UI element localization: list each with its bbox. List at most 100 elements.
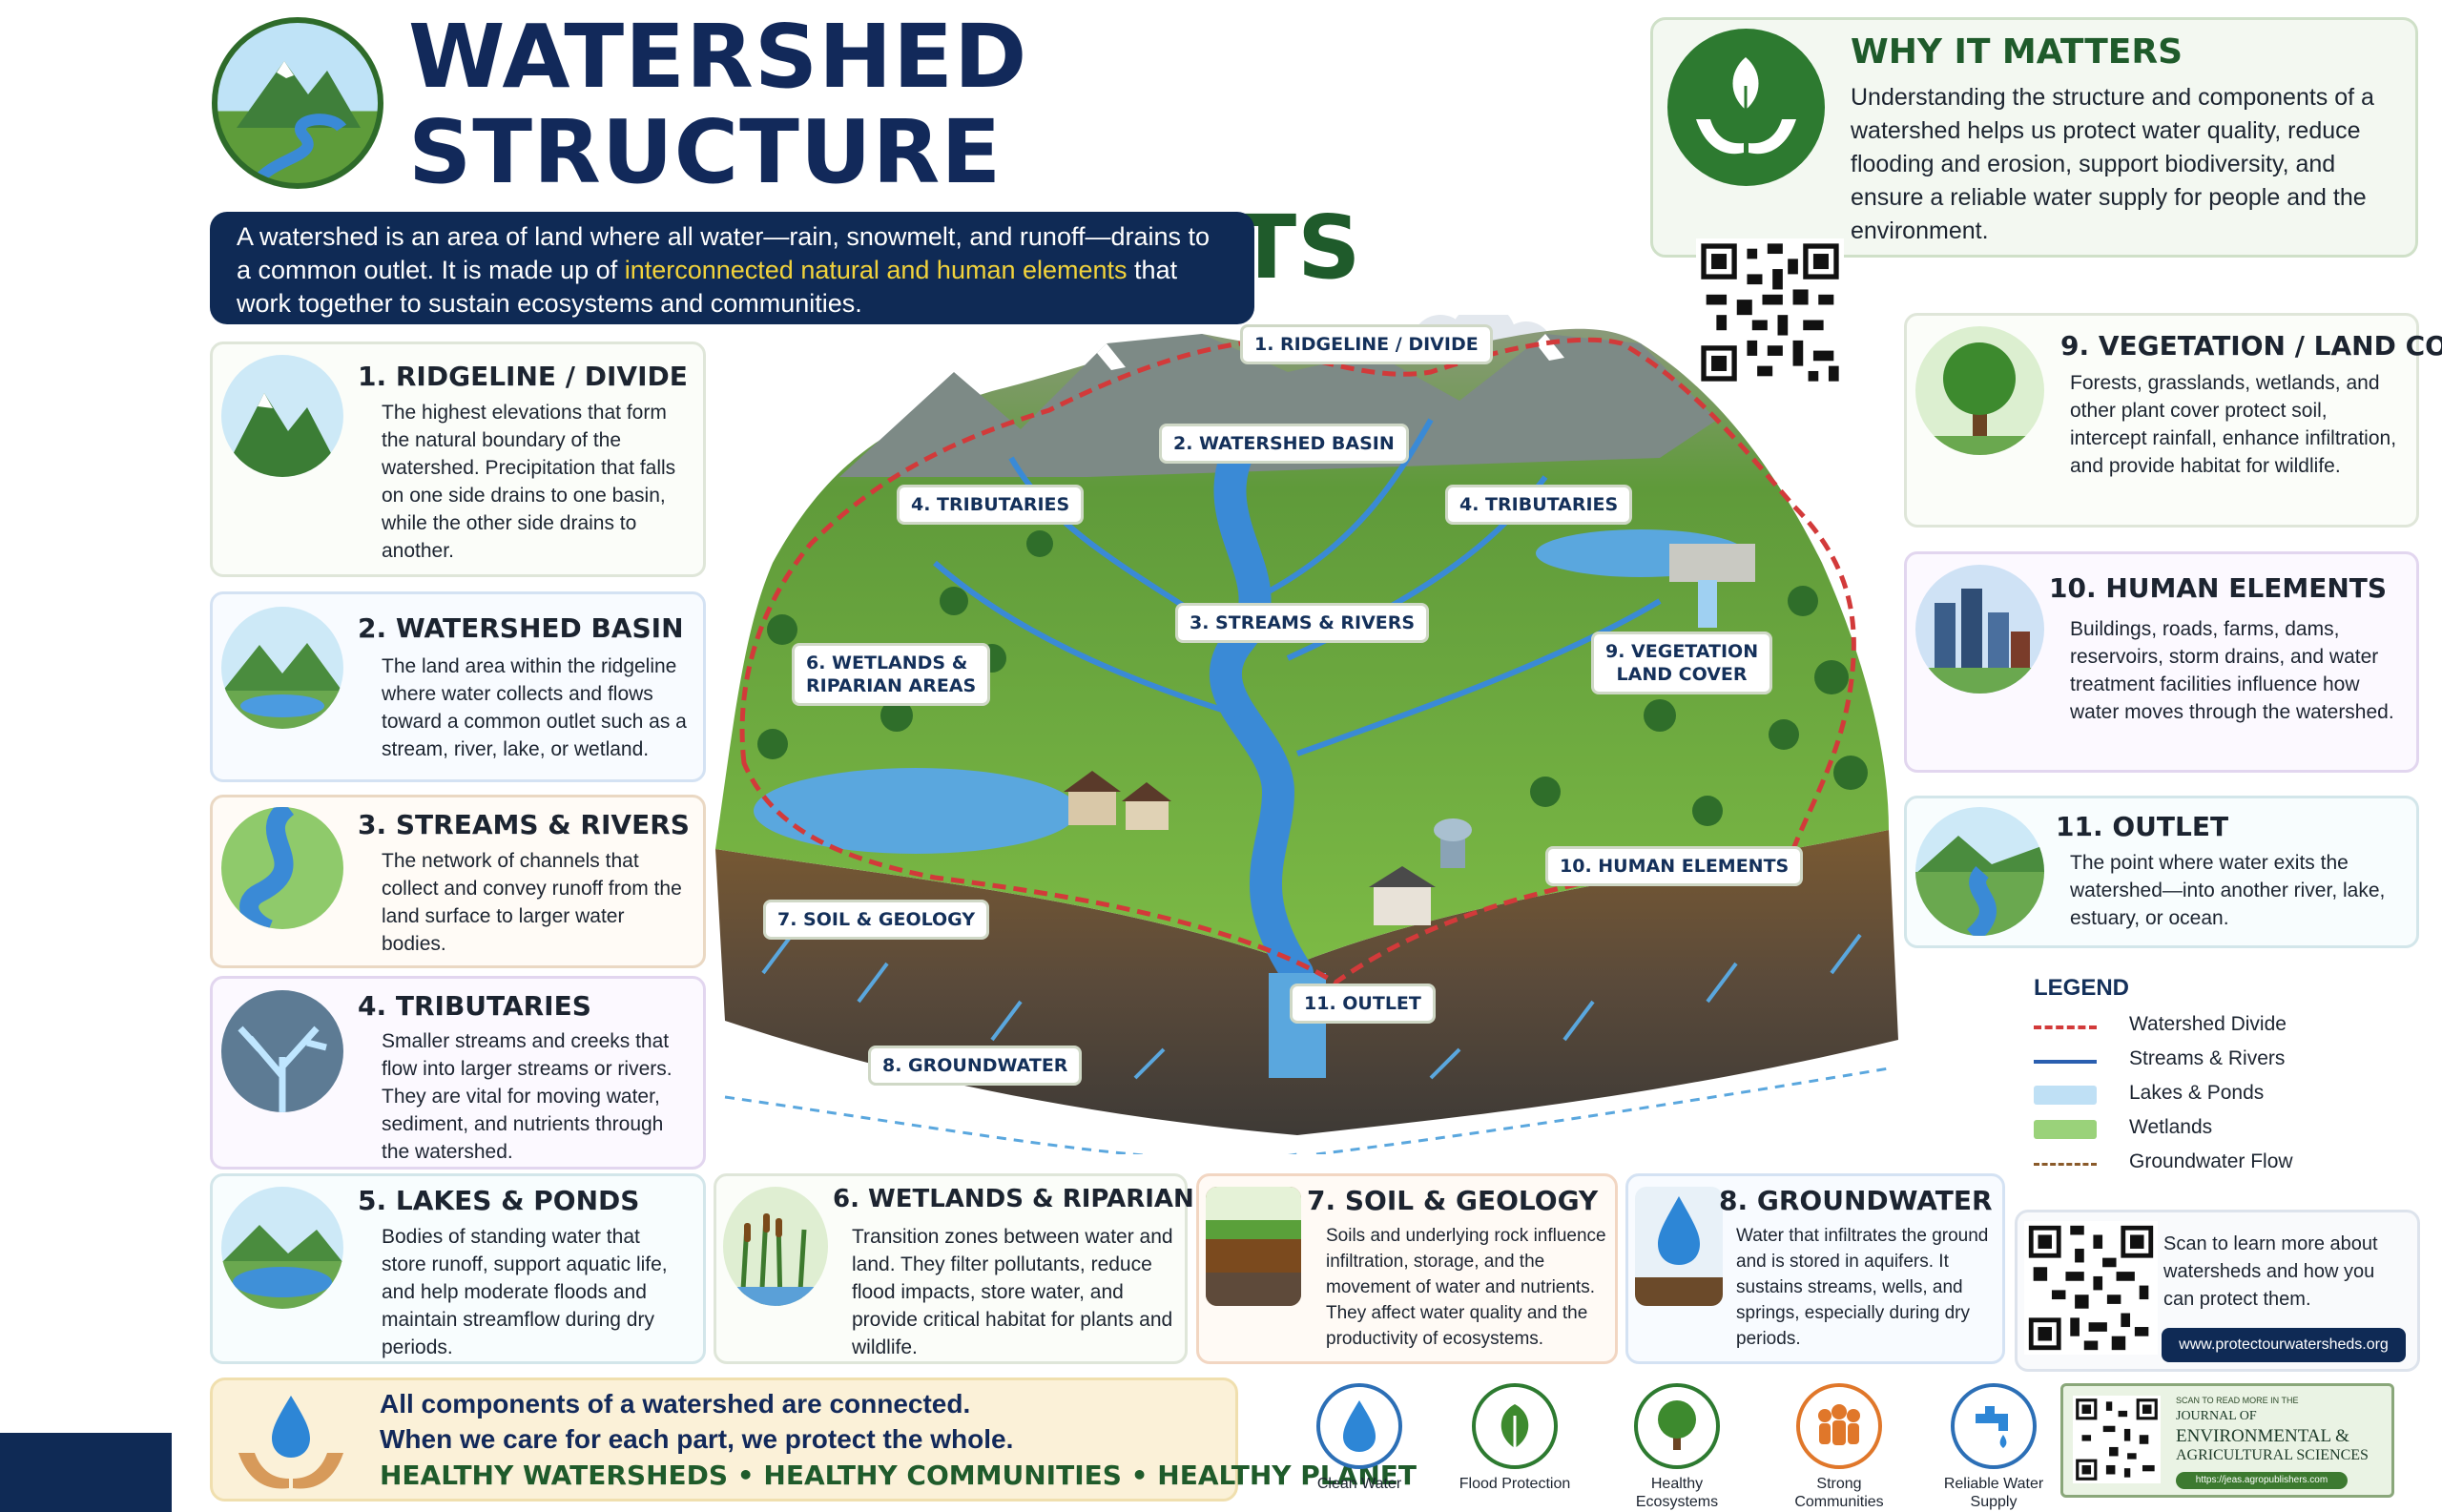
river-icon xyxy=(221,807,343,929)
intro-text-2: that work together to sustain ecosystems… xyxy=(237,256,1178,318)
intro-text-1: A watershed is an area of land where all… xyxy=(237,222,1211,284)
legend-swatch-groundwater xyxy=(2034,1163,2097,1166)
why-title: WHY IT MATTERS xyxy=(1851,32,2183,72)
legend-label: Watershed Divide xyxy=(2129,1013,2287,1035)
legend-swatch-divide xyxy=(2034,1025,2097,1029)
mountain-icon xyxy=(221,355,343,477)
qr-code-icon[interactable] xyxy=(2024,1221,2158,1355)
card-text: Water that infiltrates the ground and is… xyxy=(1736,1226,1989,1349)
callout-outlet: 11. OUTLET xyxy=(1290,984,1436,1024)
card-text: Transition zones between water and land.… xyxy=(852,1226,1173,1358)
card-title: 10. HUMAN ELEMENTS xyxy=(2049,572,2388,604)
callout-basin: 2. WATERSHED BASIN xyxy=(1159,424,1409,464)
bottom-banner xyxy=(210,1377,1238,1502)
journal-kicker: SCAN TO READ MORE IN THE xyxy=(2176,1396,2299,1405)
callout-soil: 7. SOIL & GEOLOGY xyxy=(763,900,990,940)
journal-badge[interactable]: SCAN TO READ MORE IN THE JOURNAL OF ENVI… xyxy=(2060,1383,2394,1498)
legend: LEGEND Watershed Divide Streams & Rivers… xyxy=(2015,963,2415,1183)
lake-icon xyxy=(221,1187,343,1309)
callout-vegetation-line2: LAND COVER xyxy=(1616,664,1748,685)
why-text: Understanding the structure and componen… xyxy=(1851,84,2374,244)
card-title: 2. WATERSHED BASIN xyxy=(358,612,684,644)
journal-line-1: JOURNAL OF xyxy=(2176,1409,2257,1423)
callout-wetlands-line1: 6. WETLANDS & xyxy=(806,652,968,673)
callout-human: 10. HUMAN ELEMENTS xyxy=(1545,846,1804,886)
tree-icon xyxy=(1915,326,2044,455)
website-link[interactable]: www.protectourwatersheds.org xyxy=(2162,1328,2406,1362)
card-title: 7. SOIL & GEOLOGY xyxy=(1307,1185,1599,1216)
banner-line-3: HEALTHY WATERSHEDS • HEALTHY COMMUNITIES… xyxy=(380,1460,1417,1491)
benefit-label: Healthy Ecosystems xyxy=(1635,1476,1719,1510)
people-icon xyxy=(1796,1383,1882,1469)
intro-highlight: interconnected natural and human element… xyxy=(624,256,1128,284)
wetlands-icon xyxy=(723,1187,828,1306)
leaf-shield-icon xyxy=(1472,1383,1558,1469)
banner-line-1: All components of a watershed are connec… xyxy=(380,1389,971,1419)
legend-label: Streams & Rivers xyxy=(2129,1047,2286,1069)
callout-tributaries-left: 4. TRIBUTARIES xyxy=(897,485,1085,525)
banner-line-2: When we care for each part, we protect t… xyxy=(380,1424,1014,1454)
basin-icon xyxy=(221,607,343,729)
card-text: Forests, grasslands, wetlands, and other… xyxy=(2070,372,2397,477)
callout-groundwater: 8. GROUNDWATER xyxy=(868,1046,1083,1086)
callout-vegetation-line1: 9. VEGETATION xyxy=(1605,641,1759,662)
callout-vegetation: 9. VEGETATION LAND COVER xyxy=(1591,632,1773,694)
legend-label: Wetlands xyxy=(2129,1116,2213,1138)
legend-label: Lakes & Ponds xyxy=(2129,1082,2265,1104)
intro-box: A watershed is an area of land where all… xyxy=(210,212,1254,324)
callout-wetlands: 6. WETLANDS & RIPARIAN AREAS xyxy=(792,643,991,706)
legend-title: LEGEND xyxy=(2034,975,2130,1001)
benefit-clean-water: Clean Water xyxy=(1297,1383,1421,1493)
callout-streams: 3. STREAMS & RIVERS xyxy=(1175,603,1430,643)
card-text: The network of channels that collect and… xyxy=(382,850,682,955)
callout-wetlands-line2: RIPARIAN AREAS xyxy=(806,675,977,696)
watershed-logo-icon xyxy=(212,17,383,189)
title-line-1: WATERSHED STRUCTURE xyxy=(408,6,1028,203)
journal-line-2: ENVIRONMENTAL & xyxy=(2176,1426,2349,1446)
card-text: Smaller streams and creeks that flow int… xyxy=(382,1030,673,1163)
benefit-flood-protection: Flood Protection xyxy=(1453,1383,1577,1493)
callout-ridgeline: 1. RIDGELINE / DIVIDE xyxy=(1240,324,1493,364)
benefit-strong-communities: Strong Communities xyxy=(1777,1383,1901,1511)
legend-label: Groundwater Flow xyxy=(2129,1150,2293,1172)
card-title: 1. RIDGELINE / DIVIDE xyxy=(358,361,688,392)
corner-block xyxy=(0,1433,172,1512)
qr-code-icon[interactable] xyxy=(1696,238,1844,386)
benefit-label: Clean Water xyxy=(1316,1476,1402,1492)
soil-icon xyxy=(1206,1187,1301,1306)
scan-text: Scan to learn more about watersheds and … xyxy=(2163,1233,2378,1310)
card-title: 9. VEGETATION / LAND COVER xyxy=(2060,330,2442,362)
water-drop-icon xyxy=(1316,1383,1402,1469)
legend-swatch-streams xyxy=(2034,1060,2097,1064)
legend-swatch-wetlands xyxy=(2034,1120,2097,1139)
tributaries-icon xyxy=(221,990,343,1112)
qr-code-icon[interactable] xyxy=(2073,1396,2161,1483)
benefit-reliable-water-supply: Reliable Water Supply xyxy=(1932,1383,2056,1511)
card-text: Soils and underlying rock influence infi… xyxy=(1326,1226,1606,1349)
card-title: 11. OUTLET xyxy=(2056,811,2229,842)
card-text: The point where water exits the watershe… xyxy=(2070,852,2386,929)
city-icon xyxy=(1915,565,2044,694)
card-title: 5. LAKES & PONDS xyxy=(358,1185,640,1216)
faucet-icon xyxy=(1951,1383,2037,1469)
benefit-label: Strong Communities xyxy=(1794,1476,1884,1510)
benefit-label: Flood Protection xyxy=(1459,1476,1571,1492)
card-text: Buildings, roads, farms, dams, reservoir… xyxy=(2070,618,2394,723)
hands-water-drop-icon xyxy=(234,1391,348,1494)
journal-line-3: AGRICULTURAL SCIENCES xyxy=(2176,1447,2369,1463)
legend-swatch-lakes xyxy=(2034,1086,2097,1105)
callout-tributaries-right: 4. TRIBUTARIES xyxy=(1445,485,1633,525)
card-text: The highest elevations that form the nat… xyxy=(382,402,676,562)
journal-url[interactable]: https://jeas.agropublishers.com xyxy=(2176,1472,2348,1489)
benefit-label: Reliable Water Supply xyxy=(1943,1476,2044,1510)
tree-icon xyxy=(1634,1383,1720,1469)
card-title: 8. GROUNDWATER xyxy=(1719,1185,1993,1216)
benefit-healthy-ecosystems: Healthy Ecosystems xyxy=(1615,1383,1739,1511)
groundwater-drop-icon xyxy=(1635,1187,1723,1306)
card-text: Bodies of standing water that store runo… xyxy=(382,1226,668,1358)
card-text: The land area within the ridgeline where… xyxy=(382,655,687,760)
left-margin xyxy=(0,0,191,1512)
outlet-icon xyxy=(1915,807,2044,936)
hands-leaf-icon xyxy=(1667,29,1825,186)
card-title: 3. STREAMS & RIVERS xyxy=(358,809,690,840)
